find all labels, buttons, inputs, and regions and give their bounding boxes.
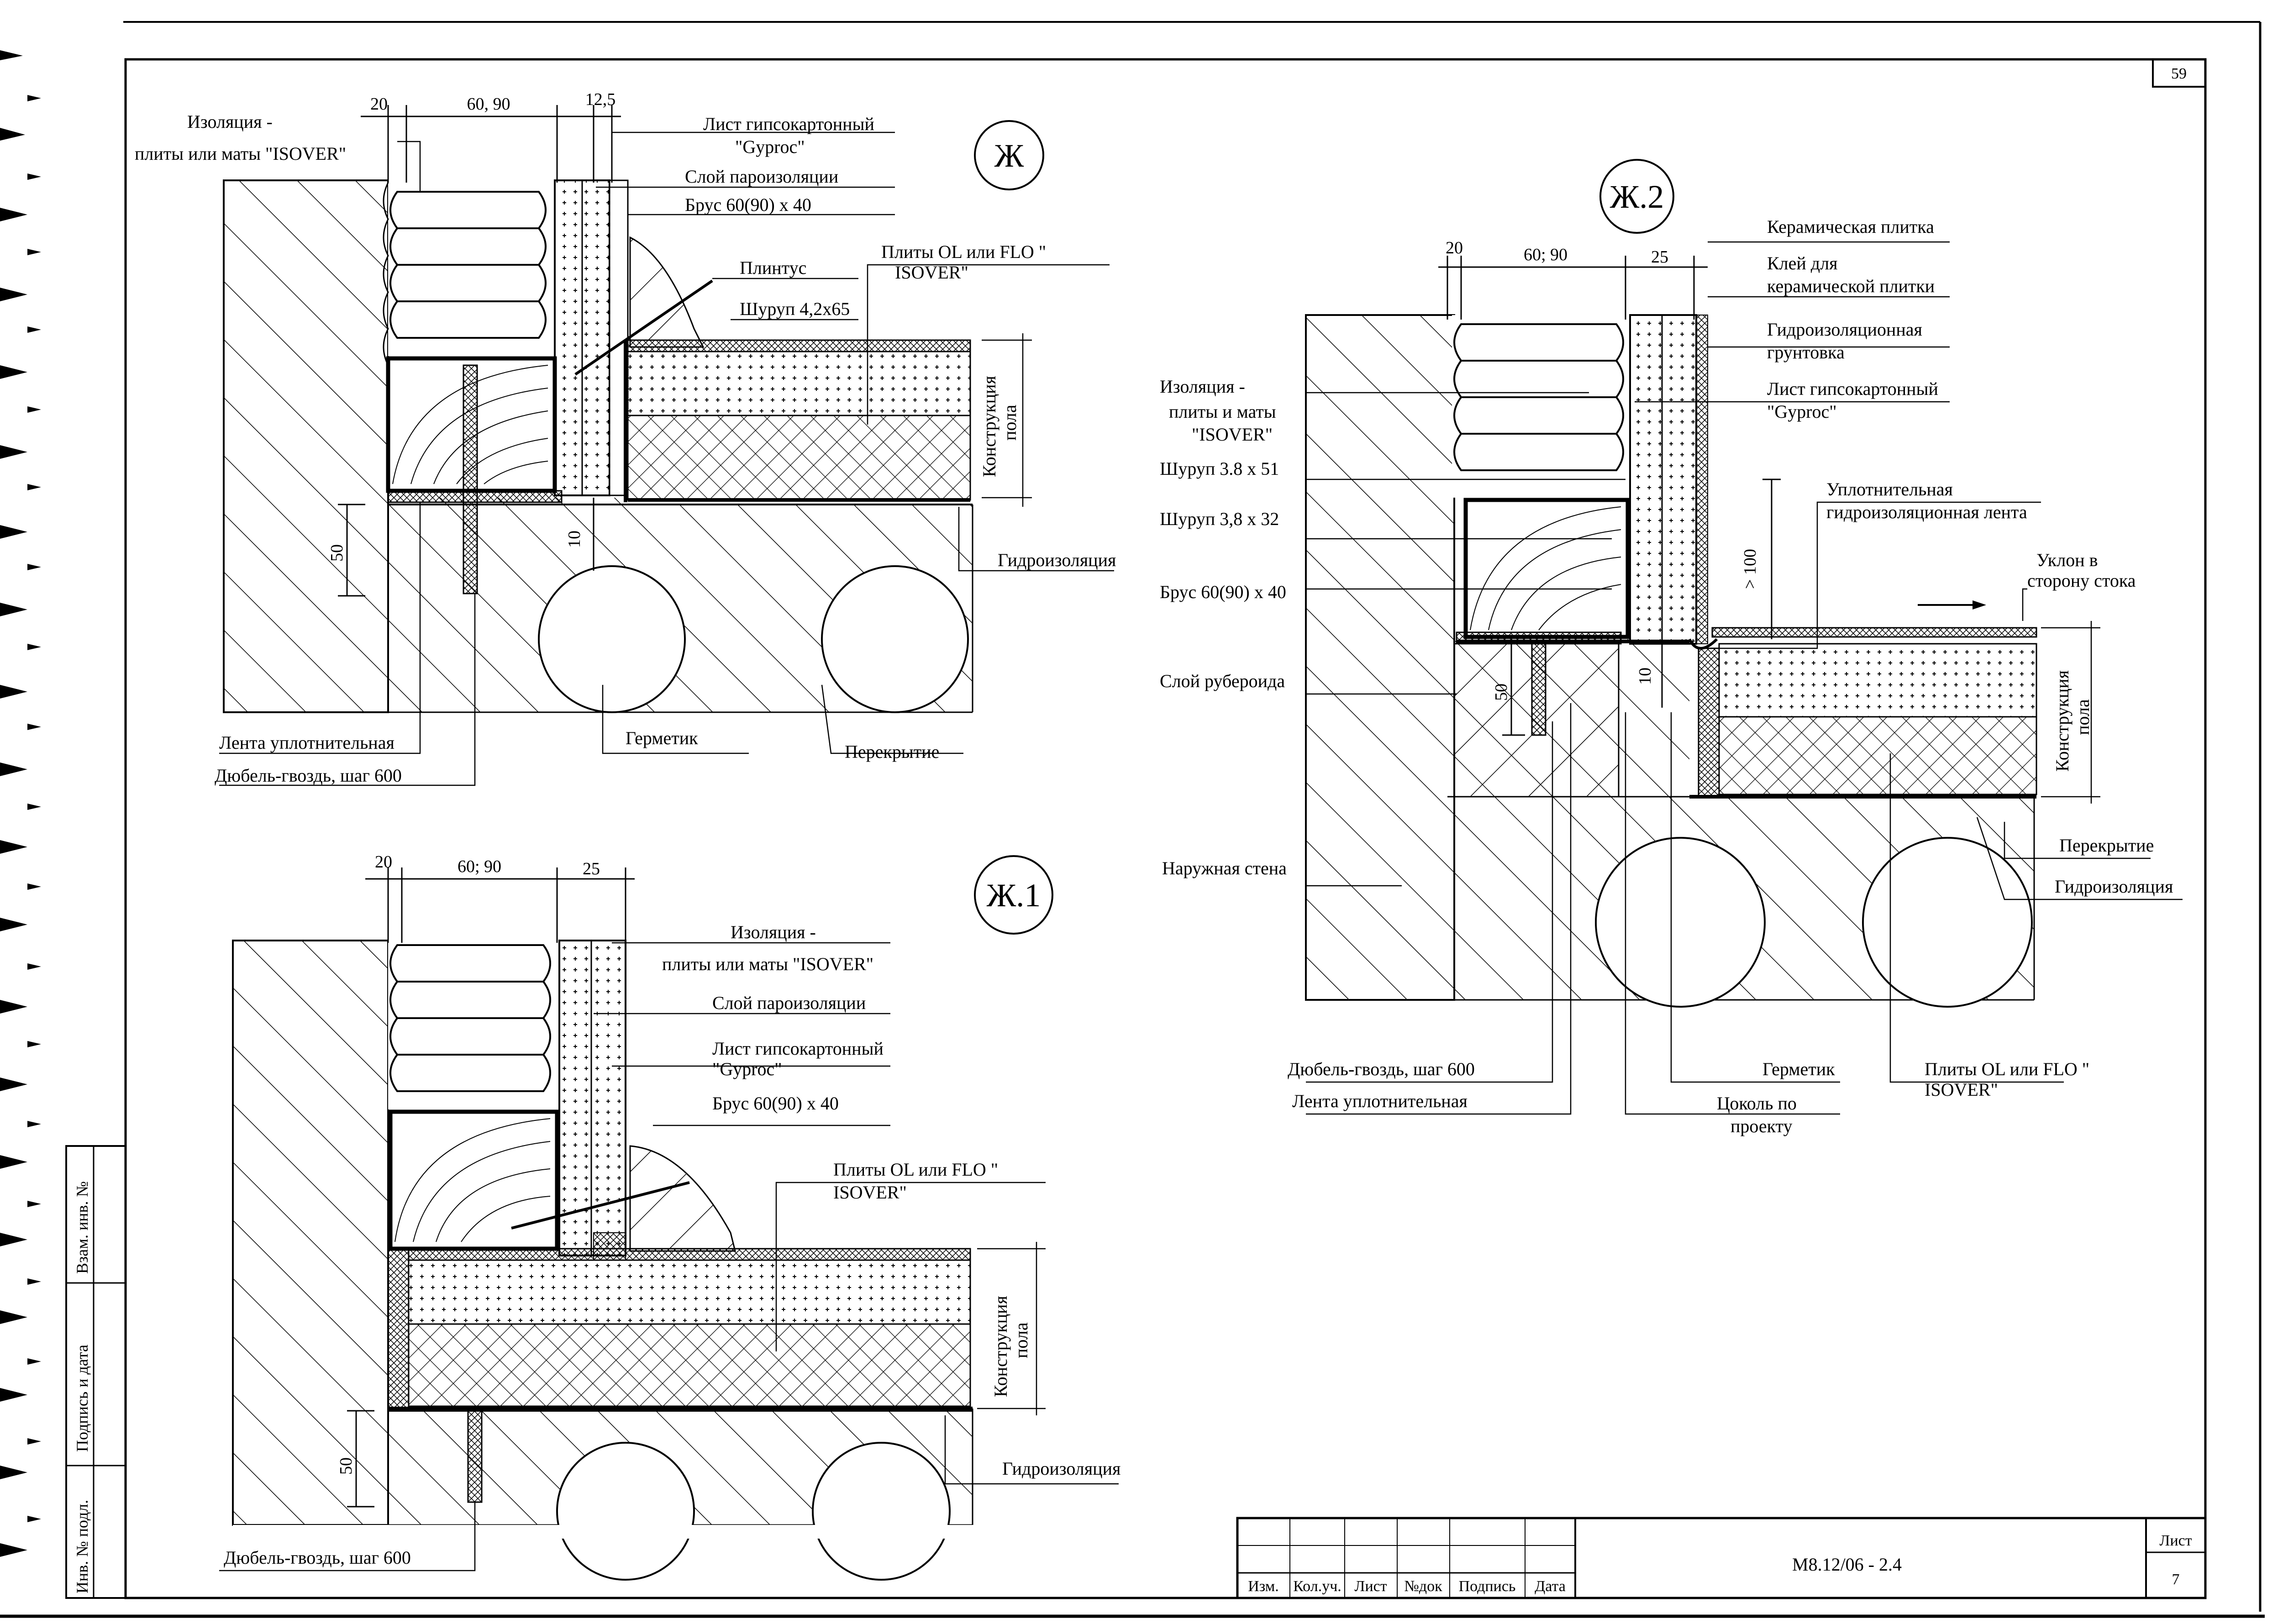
zh2-plinth-1: Цоколь по	[1717, 1093, 1797, 1114]
tb-col-kolwuch: Кол.уч.	[1293, 1578, 1341, 1595]
zh-tape: Лента уплотнительная	[219, 732, 395, 753]
zh2-roofing: Слой рубероида	[1160, 671, 1285, 691]
zh1-floor-1: Конструкция	[990, 1296, 1011, 1397]
sheet-number-box: 59	[2152, 58, 2206, 88]
zh2-waterproof: Гидроизоляция	[2055, 876, 2173, 897]
zh2-floor-1: Конструкция	[2052, 670, 2073, 772]
zh2-floor-2: пола	[2073, 699, 2093, 735]
zh2-slope-2: сторону стока	[2027, 570, 2136, 591]
zh-dim-50: 50	[327, 544, 347, 562]
zh-slab: Перекрытие	[845, 741, 939, 762]
detail-zh2: 20 60; 90 25 > 100 50 10 Ж.2	[1160, 159, 2183, 1136]
zh1-waterproof: Гидроизоляция	[1002, 1458, 1120, 1479]
zh2-tile: Керамическая плитка	[1767, 216, 1934, 237]
zh2-mark: Ж.2	[1610, 179, 1664, 215]
zh2-primer-1: Гидроизоляционная	[1767, 319, 1922, 340]
zh-dim-20: 20	[370, 95, 388, 114]
zh2-tape: Лента уплотнительная	[1292, 1091, 1468, 1111]
zh-waterproof: Гидроизоляция	[998, 550, 1116, 570]
list-number: 7	[2172, 1571, 2180, 1588]
list-label: Лист	[2159, 1532, 2192, 1549]
zh2-dim-60-90: 60; 90	[1524, 245, 1568, 264]
zh2-insulation-1: Изоляция -	[1160, 376, 1245, 397]
zh1-plates-2: ISOVER"	[833, 1182, 907, 1203]
zh2-sealant: Герметик	[1762, 1059, 1835, 1079]
zh-screw: Шуруп 4,2х65	[740, 299, 850, 319]
zh2-plates-1: Плиты OL или FLO "	[1925, 1059, 2089, 1079]
zh-dowel: Дюбель-гвоздь, шаг 600	[215, 765, 402, 786]
zh2-screw-1: Шуруп 3.8 х 51	[1160, 458, 1279, 479]
zh2-dowel: Дюбель-гвоздь, шаг 600	[1288, 1059, 1475, 1079]
zh2-slope-1: Уклон в	[2036, 550, 2098, 570]
zh1-dim-20: 20	[375, 852, 392, 872]
zh1-dim-25: 25	[583, 859, 600, 878]
zh-plates-1: Плиты OL или FLO "	[881, 242, 1046, 262]
zh1-insulation-1: Изоляция -	[731, 922, 816, 942]
zh1-dim-60-90: 60; 90	[458, 857, 501, 876]
zh2-insulation-2: плиты и маты	[1169, 401, 1276, 422]
zh2-slab: Перекрытие	[2059, 835, 2154, 856]
zh1-beam: Брус 60(90) х 40	[712, 1093, 839, 1114]
zh2-beam: Брус 60(90) х 40	[1160, 582, 1286, 602]
tb-col-list: Лист	[1354, 1578, 1387, 1595]
side-stamp: Взам. инв. № Подпись и дата Инв. № подл.	[65, 1145, 126, 1599]
zh1-floor-2: пола	[1011, 1322, 1031, 1358]
zh2-screw-2: Шуруп 3,8 х 32	[1160, 509, 1279, 529]
zh1-dim-50: 50	[337, 1457, 356, 1475]
zh2-dim-10: 10	[1636, 667, 1655, 685]
zh-plinth: Плинтус	[740, 258, 806, 278]
zh1-gypsum-2: "Gyproc"	[712, 1059, 782, 1079]
zh-dim-12-5: 12,5	[585, 90, 616, 109]
zh2-primer-2: грунтовка	[1767, 342, 1845, 363]
zh-mark: Ж	[994, 137, 1024, 174]
zh1-vapor: Слой пароизоляции	[712, 993, 866, 1013]
zh-beam: Брус 60(90) х 40	[685, 194, 811, 215]
zh2-outer-wall: Наружная стена	[1162, 858, 1287, 878]
title-block	[1236, 1517, 2207, 1599]
detail-zh1: 20 60; 90 25 50 Ж.1 Изоляция - плиты или…	[219, 852, 1120, 1581]
zh1-dowel: Дюбель-гвоздь, шаг 600	[224, 1547, 411, 1568]
zh-vapor: Слой пароизоляции	[685, 166, 838, 187]
zh-insulation-1: Изоляция -	[187, 111, 273, 132]
zh1-mark: Ж.1	[987, 877, 1041, 914]
tb-col-signature: Подпись	[1459, 1578, 1516, 1595]
zh2-insulation-3: "ISOVER"	[1192, 424, 1273, 445]
zh1-plates-1: Плиты OL или FLO "	[833, 1159, 998, 1180]
zh2-plates-2: ISOVER"	[1925, 1079, 1998, 1100]
sheet-number: 59	[2171, 65, 2187, 82]
zh-plates-2: ISOVER"	[895, 262, 968, 283]
zh-insulation-2: плиты или маты "ISOVER"	[135, 143, 346, 164]
zh2-gypsum-2: "Gyproc"	[1767, 401, 1837, 422]
stamp-inv-orig: Инв. № подл.	[73, 1500, 91, 1593]
zh2-seal-tape-2: гидроизоляционная лента	[1826, 502, 2027, 522]
zh2-seal-tape-1: Уплотнительная	[1826, 479, 1953, 499]
zh-gypsum-2: "Gyproc"	[735, 137, 805, 157]
drawing-code: М8.12/06 - 2.4	[1792, 1554, 1902, 1575]
zh2-glue-1: Клей для	[1767, 253, 1838, 273]
tb-col-ndok: №док	[1404, 1578, 1442, 1595]
detail-zh: 20 60, 90 12,5 50 10 Ж Изоляция - плиты …	[135, 90, 1116, 786]
tb-col-date: Дата	[1535, 1578, 1566, 1595]
stamp-sign-date: Подпись и дата	[73, 1345, 91, 1452]
zh-floor-2: пола	[999, 405, 1020, 441]
zh2-gypsum-1: Лист гипсокартонный	[1767, 378, 1938, 399]
zh-gypsum-1: Лист гипсокартонный	[703, 114, 874, 134]
tb-col-izm: Изм.	[1248, 1578, 1279, 1595]
binding-marks	[0, 50, 41, 1557]
zh2-glue-2: керамической плитки	[1767, 276, 1935, 296]
zh-dim-60-90: 60, 90	[467, 95, 510, 114]
stamp-replace-inv: Взам. инв. №	[73, 1181, 91, 1274]
zh2-dim-100: > 100	[1741, 549, 1760, 589]
zh-floor-1: Конструкция	[979, 376, 999, 477]
zh2-dim-20: 20	[1446, 238, 1463, 258]
zh1-gypsum-1: Лист гипсокартонный	[712, 1038, 884, 1059]
sheet-frame	[0, 21, 2265, 1618]
zh2-dim-50: 50	[1492, 683, 1511, 701]
zh-sealant: Герметик	[626, 728, 698, 748]
zh2-plinth-2: проекту	[1731, 1116, 1793, 1136]
zh2-dim-25: 25	[1651, 247, 1668, 267]
zh1-insulation-2: плиты или маты "ISOVER"	[662, 954, 873, 974]
zh-dim-10: 10	[565, 531, 584, 548]
